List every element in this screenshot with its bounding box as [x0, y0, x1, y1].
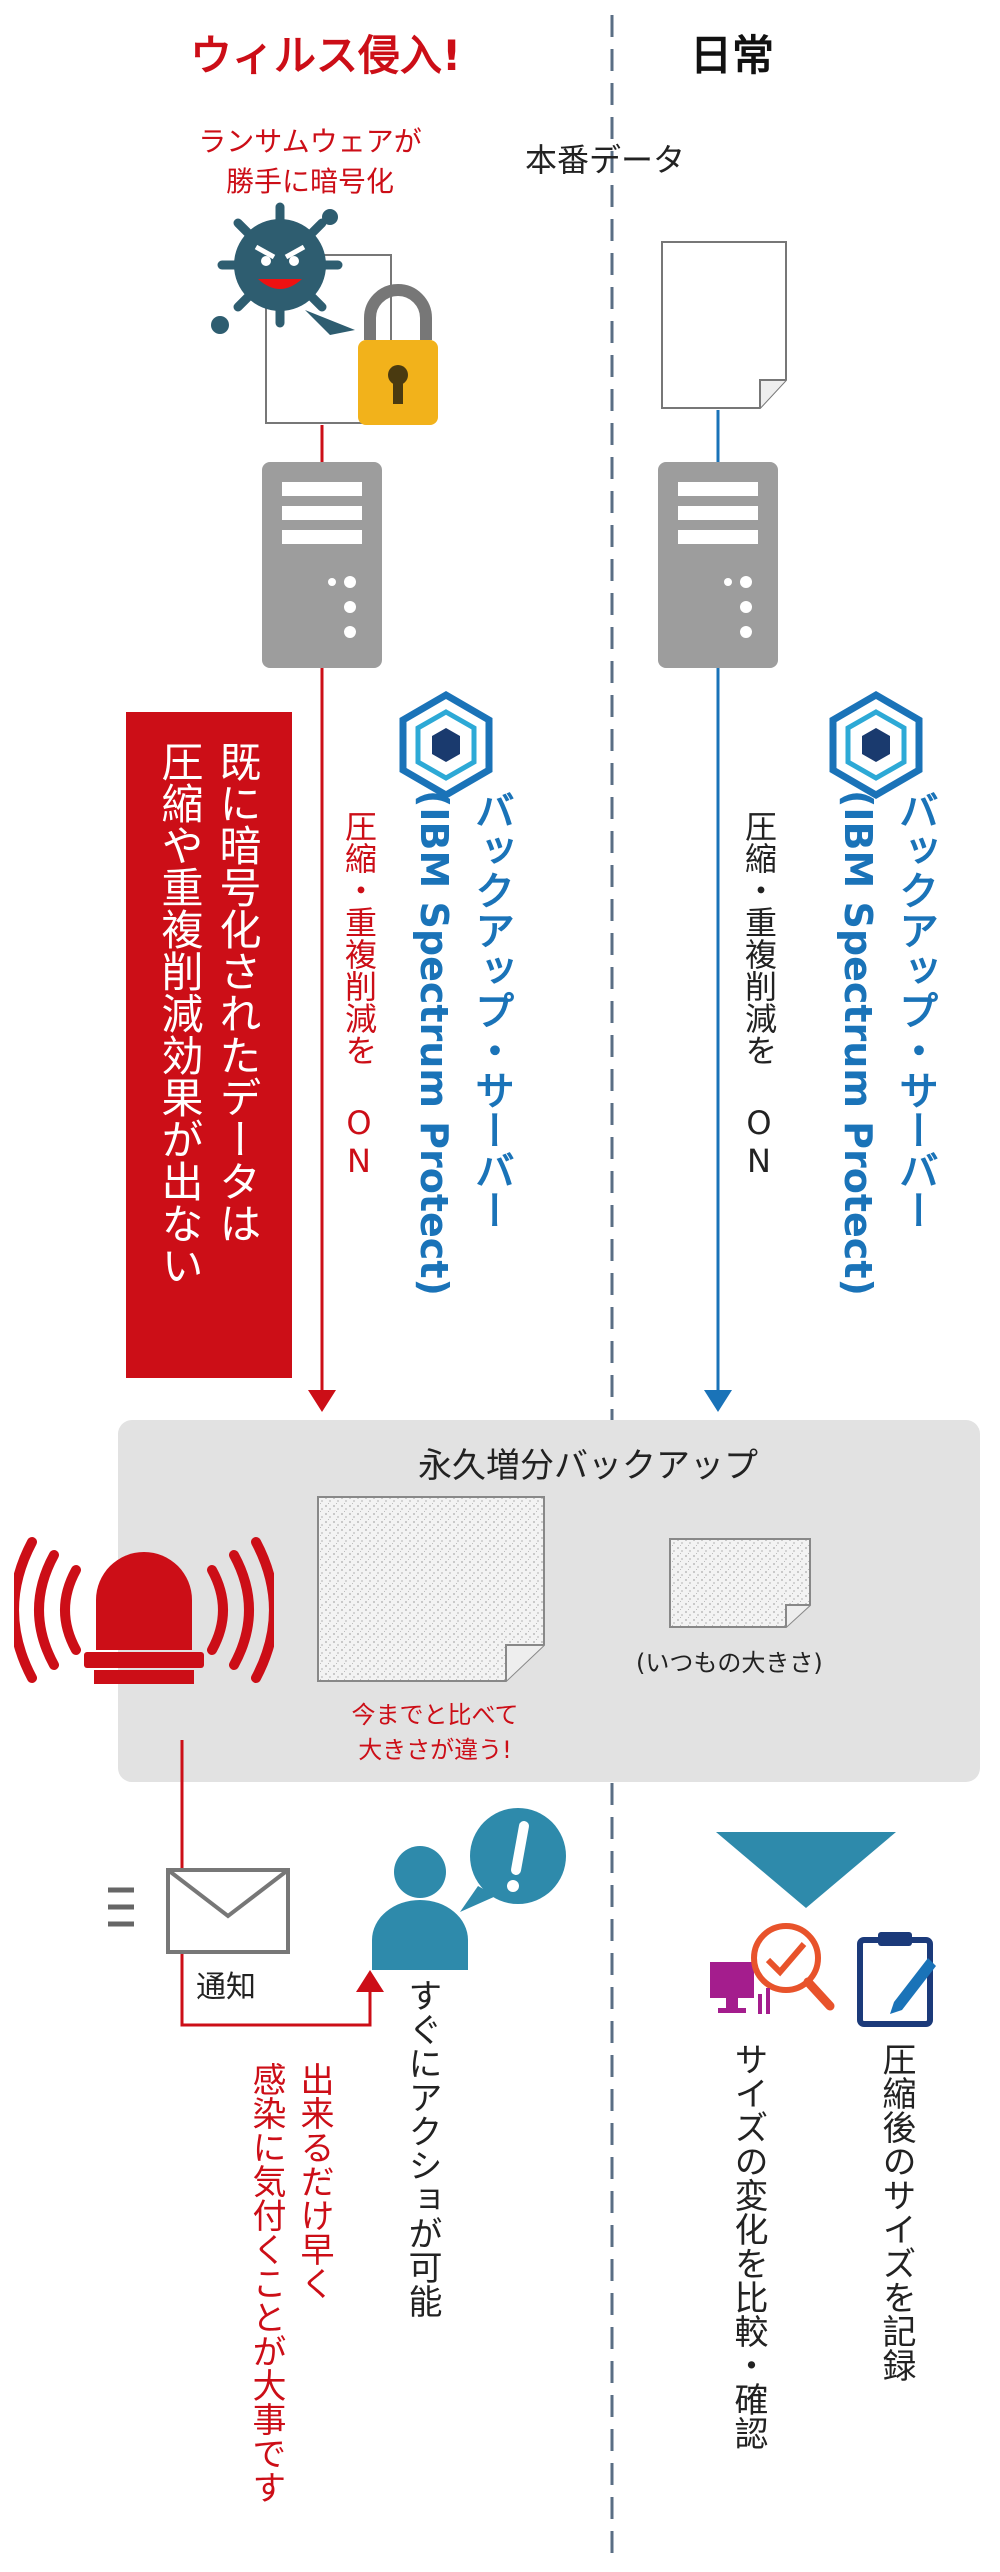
- usual-backup-file-icon: [669, 1538, 811, 1628]
- right-header: 日常: [690, 31, 775, 80]
- left-header: ウィルス侵入!: [190, 31, 462, 80]
- large-backup-file-icon: [317, 1496, 545, 1682]
- usual-size-label: (いつもの大きさ): [636, 1649, 823, 1677]
- record-clipboard-icon: [857, 1932, 936, 2027]
- compare-chart-icon: [710, 1923, 835, 2014]
- incremental-backup-box: [118, 1420, 980, 1782]
- lock-icon: [305, 284, 438, 425]
- alarm-icon: [14, 1537, 274, 1684]
- virus-icon: [211, 202, 343, 334]
- action-text: すぐにアクショが可能: [402, 1978, 442, 2318]
- ransomware-label: ランサムウェアが 勝手に暗号化: [198, 125, 422, 198]
- right-compress-label: 圧縮・重複削減を ON: [740, 810, 778, 1180]
- right-server-icon: [658, 462, 778, 668]
- incremental-backup-title: 永久増分バックアップ: [418, 1446, 758, 1486]
- right-ibm-logo-icon: [829, 690, 923, 800]
- left-server-icon: [262, 462, 382, 668]
- person-alert-icon: [372, 1808, 566, 1970]
- production-data-label: 本番データ: [525, 141, 686, 179]
- right-server-title: バックアップ・サーバー: [892, 790, 938, 1230]
- mail-icon: [108, 1868, 290, 1954]
- left-server-product: (IBM Spectrum Protect): [412, 790, 456, 1296]
- left-ibm-logo-icon: [399, 690, 493, 800]
- record-size-text: 圧縮後のサイズを記録: [876, 2042, 916, 2382]
- left-compress-label: 圧縮・重複削減を ON: [340, 810, 378, 1180]
- notify-label: 通知: [196, 1970, 256, 2005]
- early-text-line-2: 感染に気付くことが大事です: [246, 2062, 286, 2504]
- compare-size-text: サイズの変化を比較・確認: [728, 2042, 768, 2450]
- left-server-title: バックアップ・サーバー: [468, 790, 514, 1230]
- size-difference-note: 今までと比べて 大きさが違う!: [351, 1701, 519, 1764]
- warning-line-1: 既に暗号化されたデータは: [213, 740, 262, 1244]
- result-triangle: [716, 1832, 896, 1908]
- early-text-line-1: 出来るだけ早く: [294, 2062, 334, 2300]
- warning-box: 既に暗号化されたデータは 圧縮や重複削減効果が出ない: [126, 712, 292, 1378]
- warning-line-2: 圧縮や重複削減効果が出ない: [155, 740, 204, 1286]
- production-document-icon: [661, 241, 787, 409]
- right-server-product: (IBM Spectrum Protect): [836, 790, 880, 1296]
